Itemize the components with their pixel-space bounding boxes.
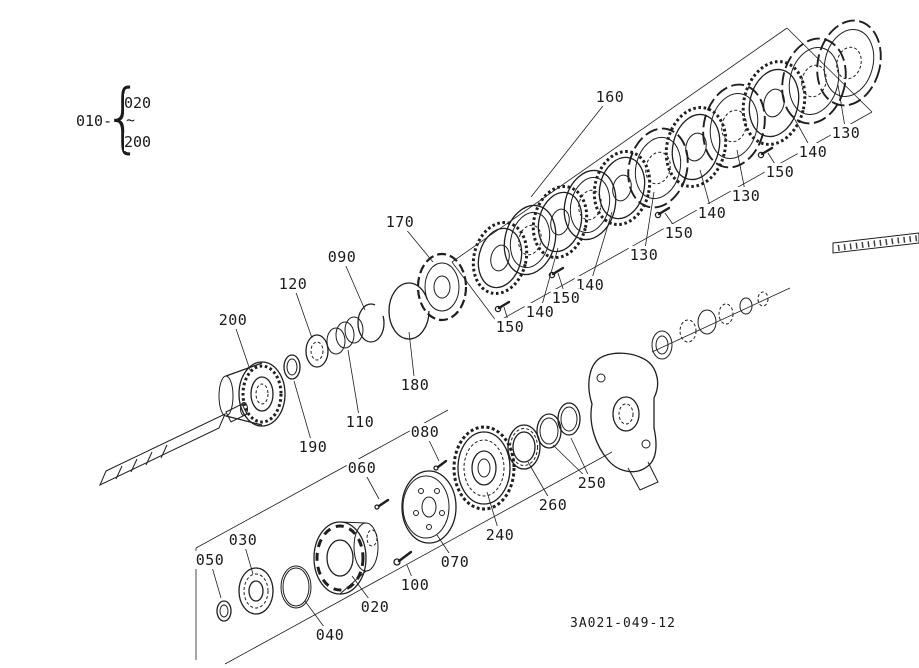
part-callout-150: 150 <box>494 318 526 336</box>
leader-lines <box>209 84 847 636</box>
group-range-end: 200 <box>124 133 152 151</box>
spring-washers-110 <box>326 316 364 355</box>
part-callout-160: 160 <box>594 88 626 106</box>
part-callout-170: 170 <box>384 213 416 231</box>
pressure-plate-170 <box>416 252 468 322</box>
set-screw-060 <box>374 498 390 510</box>
ring-050 <box>216 600 232 622</box>
leader-line <box>530 96 611 198</box>
wave-plate-130 <box>702 83 766 169</box>
part-callout-080: 080 <box>409 423 441 441</box>
part-callout-130: 130 <box>628 246 660 264</box>
bolt-150 <box>548 266 565 279</box>
friction-disc-140 <box>741 60 807 146</box>
friction-disc <box>471 221 529 295</box>
input-shaft <box>99 402 248 487</box>
group-range-start: 020 <box>124 94 152 112</box>
output-shaft <box>651 232 919 353</box>
leader-line <box>539 247 559 313</box>
coupler-drum-020 <box>313 521 379 595</box>
part-callout-110: 110 <box>344 413 376 431</box>
part-callout-180: 180 <box>399 376 431 394</box>
rings-250 <box>536 402 581 449</box>
pin-080 <box>433 459 448 471</box>
part-callout-020: 020 <box>359 598 391 616</box>
part-callout-130: 130 <box>830 124 862 142</box>
part-callout-240: 240 <box>484 526 516 544</box>
leader-line <box>347 349 361 423</box>
part-callout-150: 150 <box>663 224 695 242</box>
part-callout-140: 140 <box>797 143 829 161</box>
group-range-tilde: ~ <box>126 111 136 129</box>
wave-plate-130 <box>627 127 689 209</box>
clutch-drum-200 <box>218 361 286 427</box>
part-callout-120: 120 <box>277 275 309 293</box>
bearing-030 <box>238 567 274 615</box>
part-callout-090: 090 <box>326 248 358 266</box>
shaft-small-parts <box>651 291 769 360</box>
friction-disc-140 <box>664 106 728 188</box>
friction-disc <box>592 150 652 226</box>
clutch-disc-stack <box>471 19 882 295</box>
part-callout-100: 100 <box>399 576 431 594</box>
part-callout-140: 140 <box>524 303 556 321</box>
part-callout-200: 200 <box>217 311 249 329</box>
leader-line <box>292 283 313 339</box>
washer-120 <box>305 334 329 368</box>
part-callout-040: 040 <box>314 626 346 644</box>
snap-ring-180 <box>388 282 430 340</box>
part-callout-140: 140 <box>574 276 606 294</box>
part-callout-050: 050 <box>194 551 226 569</box>
friction-disc <box>531 185 589 259</box>
part-callout-260: 260 <box>537 496 569 514</box>
ring-190 <box>283 354 301 380</box>
screw-100 <box>393 550 413 566</box>
part-callout-140: 140 <box>696 204 728 222</box>
leader-line <box>293 380 314 448</box>
retainer-plate-070 <box>401 470 457 544</box>
gear-disc-240 <box>452 425 516 511</box>
part-callout-130: 130 <box>730 187 762 205</box>
steel-plate <box>563 169 617 241</box>
o-ring-040 <box>280 565 312 609</box>
bolt-150 <box>494 300 511 313</box>
part-callout-250: 250 <box>576 474 608 492</box>
bolt-150 <box>757 146 774 159</box>
part-callout-060: 060 <box>346 459 378 477</box>
part-callout-150: 150 <box>764 163 796 181</box>
leader-line <box>643 191 655 256</box>
part-callout-190: 190 <box>297 438 329 456</box>
wave-plate-130 <box>781 37 847 125</box>
steel-plate <box>503 204 557 276</box>
drawing-code: 3A021-049-12 <box>570 616 676 631</box>
snap-ring-090 <box>357 303 385 343</box>
bolt-150 <box>654 206 671 219</box>
group-callout-main: 010- <box>76 112 113 130</box>
part-callout-030: 030 <box>227 531 259 549</box>
wave-plate-130 <box>816 19 882 107</box>
part-callout-070: 070 <box>439 553 471 571</box>
part-callout-150: 150 <box>550 289 582 307</box>
bearing-260 <box>507 424 541 470</box>
bolts-150 <box>494 146 774 313</box>
case-housing <box>588 352 659 491</box>
leader-line <box>589 211 613 286</box>
